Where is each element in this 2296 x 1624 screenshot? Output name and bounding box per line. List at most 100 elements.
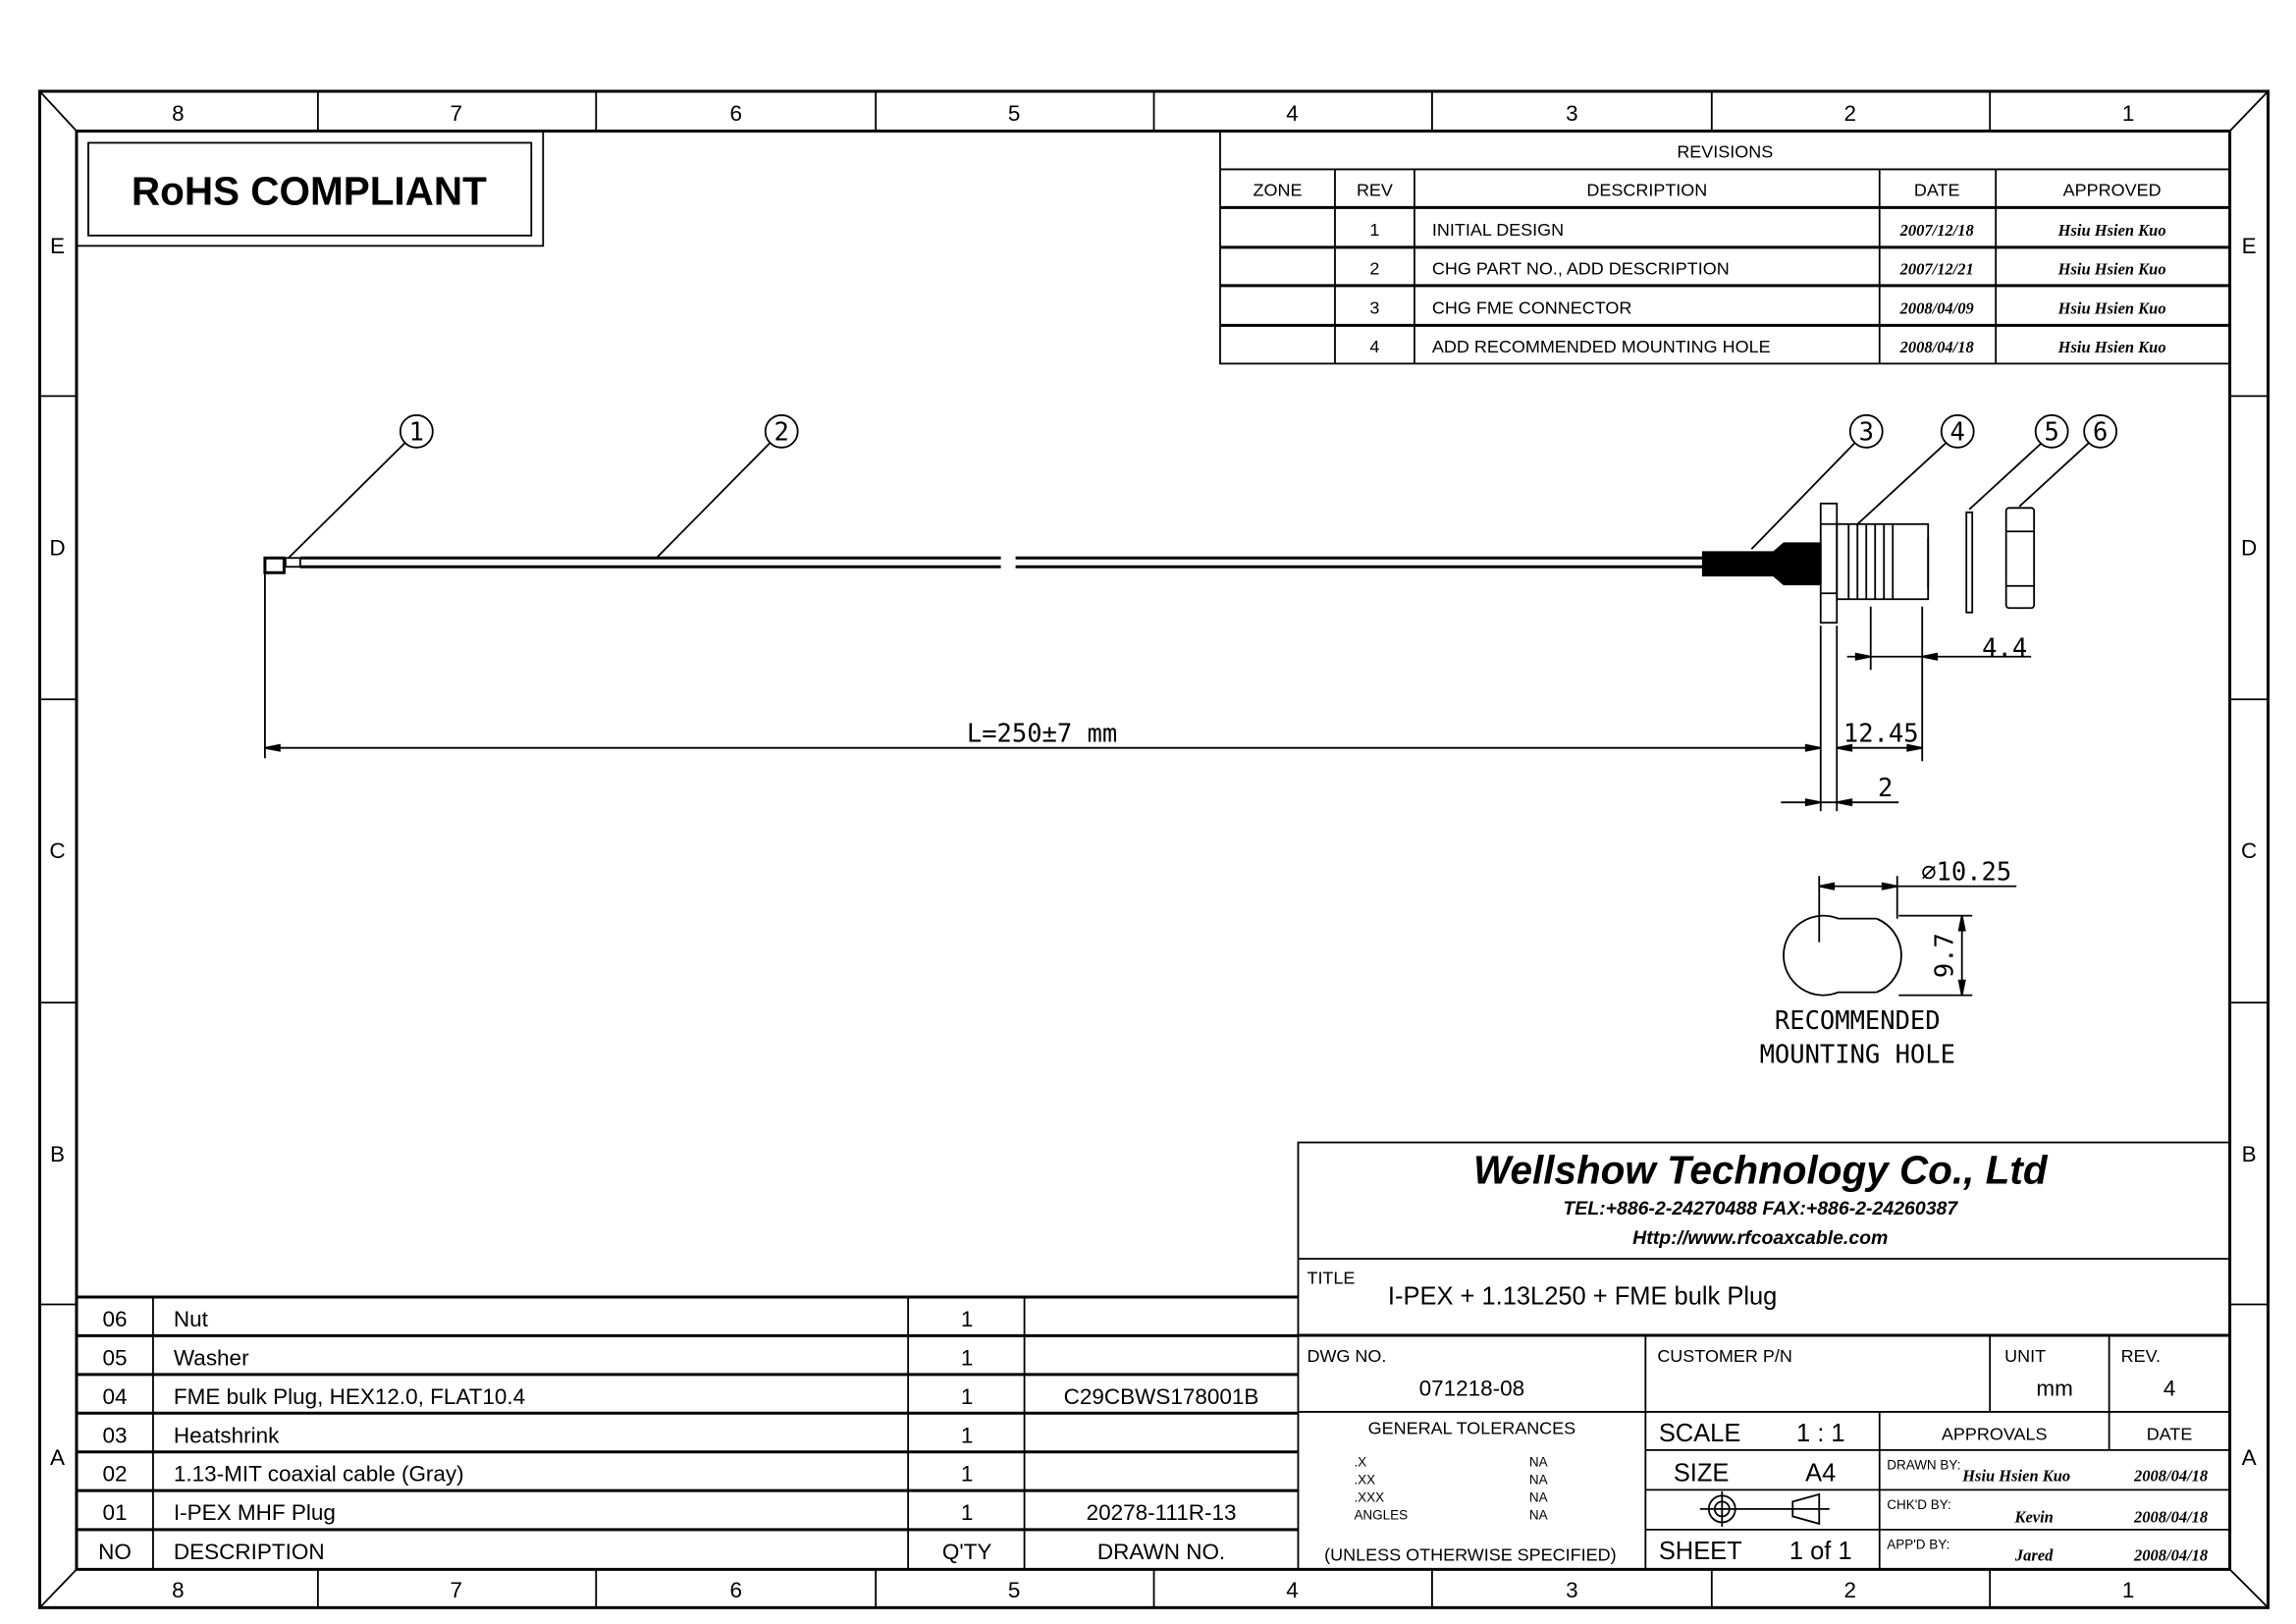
zone-label: C <box>49 839 65 863</box>
bom-no: 02 <box>102 1462 127 1487</box>
zone-label: 3 <box>1566 1578 1578 1602</box>
size-label: SIZE <box>1674 1459 1730 1487</box>
balloon-number: 4 <box>1950 417 1965 447</box>
rev-date: 2007/12/21 <box>1899 260 1974 279</box>
dwg-no: 071218-08 <box>1419 1376 1525 1400</box>
tolerances-note: (UNLESS OTHERWISE SPECIFIED) <box>1324 1544 1616 1564</box>
rev-date: 2008/04/09 <box>1899 298 1974 317</box>
unit-label: UNIT <box>2004 1346 2046 1366</box>
zone-label: 5 <box>1008 1578 1021 1602</box>
bom-drawn-no: 20278-111R-13 <box>1087 1500 1237 1525</box>
title-label: TITLE <box>1307 1268 1355 1287</box>
scale-label: SCALE <box>1659 1420 1741 1447</box>
dimension-2: 2 <box>1878 774 1893 803</box>
rev-description: ADD RECOMMENDED MOUNTING HOLE <box>1432 337 1771 356</box>
item-balloon: 2 <box>764 413 799 449</box>
zone-column-labels-top: 8 7 6 5 4 3 2 1 <box>172 101 2134 126</box>
revisions-table: REVISIONS ZONE REV DESCRIPTION DATE APPR… <box>1219 130 2231 365</box>
approvals-label: APPROVALS <box>1942 1424 2048 1443</box>
length-dimension: L=250±7 mm <box>967 720 1117 749</box>
tolerance-value: NA <box>1529 1507 1548 1522</box>
bom-description: Heatshrink <box>174 1423 280 1447</box>
company-website[interactable]: Http://www.rfcoaxcable.com <box>1632 1227 1888 1249</box>
bom-qty: 1 <box>961 1384 974 1409</box>
tolerance-key: .X <box>1354 1454 1366 1469</box>
drawn-by-label: DRAWN BY: <box>1887 1457 1960 1472</box>
rev-date: 2008/04/18 <box>1899 338 1974 356</box>
item-balloon: 5 <box>2034 413 2069 449</box>
bom-description: 1.13-MIT coaxial cable (Gray) <box>174 1462 464 1487</box>
bom-description: FME bulk Plug, HEX12.0, FLAT10.4 <box>174 1384 525 1409</box>
zone-label: 4 <box>1286 1578 1299 1602</box>
zone-label: 5 <box>1008 101 1021 126</box>
tolerances-label: GENERAL TOLERANCES <box>1368 1418 1576 1437</box>
approved-by-label: APP'D BY: <box>1887 1537 1949 1551</box>
rev-approver-signature: Hsiu Hsien Kuo <box>2057 260 2166 279</box>
tolerance-key: .XX <box>1354 1472 1375 1487</box>
drawn-by-signature: Hsiu Hsien Kuo <box>1961 1466 2070 1485</box>
zone-label: C <box>2241 839 2257 863</box>
scale: 1 : 1 <box>1796 1420 1845 1447</box>
zone-column-labels-bottom: 8 7 6 5 4 3 2 1 <box>172 1578 2134 1602</box>
rev-number: 1 <box>1369 220 1379 240</box>
rev-approver-signature: Hsiu Hsien Kuo <box>2057 298 2166 317</box>
column-header: DESCRIPTION <box>174 1540 325 1564</box>
washer <box>1965 511 1974 614</box>
dimension-4-4: 4.4 <box>1982 634 2027 664</box>
zone-label: 8 <box>172 1578 185 1602</box>
column-header: Q'TY <box>942 1540 992 1564</box>
drawing-frame <box>37 89 2270 1609</box>
rev-date: 2007/12/18 <box>1899 221 1974 240</box>
size: A4 <box>1805 1459 1836 1487</box>
zone-label: 3 <box>1566 101 1578 126</box>
sheet: 1 of 1 <box>1789 1538 1852 1565</box>
dimensions: L=250±7 mm 12.45 2 4.4 <box>263 572 2032 812</box>
column-header: APPROVED <box>2063 180 2162 199</box>
balloon-number: 5 <box>2044 417 2058 447</box>
bom-qty: 1 <box>961 1462 974 1487</box>
nut <box>2004 507 2036 610</box>
zone-label: E <box>50 234 65 258</box>
zone-label: B <box>2242 1142 2257 1166</box>
bom-drawn-no: C29CBWS178001B <box>1064 1384 1259 1409</box>
dimension-12-45: 12.45 <box>1843 720 1919 749</box>
checked-date: 2008/04/18 <box>2133 1507 2208 1526</box>
zone-label: 1 <box>2122 1578 2135 1602</box>
zone-label: A <box>2242 1445 2257 1470</box>
bom-no: 05 <box>102 1345 127 1370</box>
third-angle-projection-icon <box>1699 1490 1830 1527</box>
item-balloon: 6 <box>2083 413 2118 449</box>
unit: mm <box>2036 1376 2072 1400</box>
zone-label: 7 <box>451 101 463 126</box>
rev: 4 <box>2163 1376 2176 1400</box>
zone-row-labels: E D C B A E D C B A <box>49 234 2257 1470</box>
rev-number: 2 <box>1369 259 1379 279</box>
bom-qty: 1 <box>961 1345 974 1370</box>
balloon-number: 1 <box>409 417 424 447</box>
rev-approver-signature: Hsiu Hsien Kuo <box>2057 221 2166 240</box>
zone-label: 4 <box>1286 101 1299 126</box>
bom-qty: 1 <box>961 1423 974 1447</box>
bom-no: 06 <box>102 1307 127 1331</box>
item-balloon: 4 <box>1940 413 1975 449</box>
tolerance-value: NA <box>1529 1489 1548 1504</box>
zone-label: D <box>49 535 65 560</box>
zone-label: A <box>50 1445 65 1470</box>
ipex-plug <box>263 556 301 574</box>
bom-qty: 1 <box>961 1307 974 1331</box>
column-header: NO <box>98 1540 132 1564</box>
balloon-number: 2 <box>774 417 789 447</box>
hole-label: RECOMMENDED <box>1775 1006 1941 1036</box>
date-label: DATE <box>2147 1424 2193 1443</box>
zone-label: 2 <box>1843 101 1856 126</box>
item-balloon: 1 <box>399 413 434 449</box>
checked-by-label: CHK'D BY: <box>1887 1497 1951 1512</box>
zone-label: 8 <box>172 101 185 126</box>
fme-bulk-plug <box>1819 502 1930 624</box>
